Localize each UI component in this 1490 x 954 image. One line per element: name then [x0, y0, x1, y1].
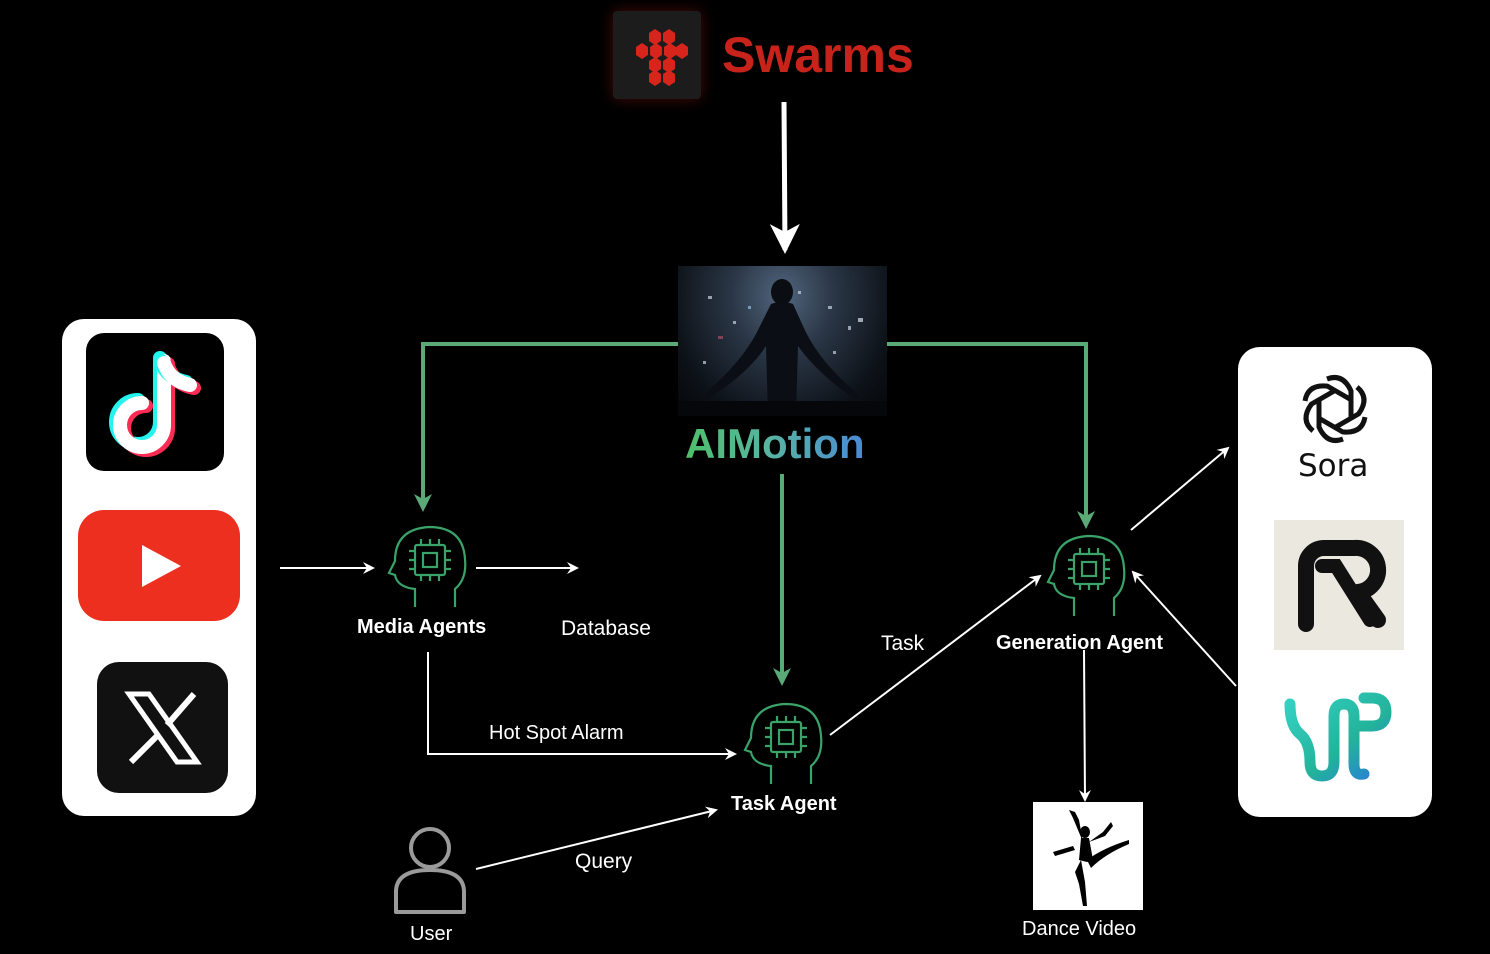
user-label: User	[410, 923, 453, 945]
arrow-generation-to-video	[1078, 649, 1091, 802]
arrow-aimotion-to-generation	[887, 342, 1095, 529]
task-label: Task	[881, 632, 925, 655]
query-label: Query	[575, 850, 633, 873]
openai-icon[interactable]	[1296, 370, 1374, 448]
runway-icon[interactable]	[1274, 520, 1404, 650]
task-agent-icon	[741, 700, 825, 786]
arrow-task	[829, 574, 1042, 736]
hot-spot-alarm-label: Hot Spot Alarm	[489, 722, 624, 744]
user-icon	[390, 824, 470, 916]
arrow-aimotion-to-media	[414, 342, 678, 512]
dance-video-label: Dance Video	[1022, 918, 1137, 940]
dance-video-thumbnail	[1033, 802, 1143, 910]
swarms-logo	[613, 11, 701, 99]
arrow-query	[475, 806, 718, 870]
database-label: Database	[561, 617, 651, 640]
arrow-generators-to-generation	[1131, 570, 1237, 687]
arrow-generation-to-sora	[1130, 446, 1230, 531]
youtube-icon[interactable]	[78, 510, 240, 621]
swarms-title: Swarms	[722, 27, 914, 83]
pika-icon[interactable]	[1278, 686, 1396, 784]
media-agents-icon	[385, 523, 469, 609]
arrow-swarms-to-aimotion	[769, 101, 800, 254]
aimotion-title: AIMotion	[685, 420, 865, 467]
tiktok-icon[interactable]	[86, 333, 224, 471]
aimotion-image	[678, 266, 887, 416]
generation-agent-icon	[1044, 532, 1128, 618]
sora-label: Sora	[1298, 448, 1369, 484]
task-agent-label: Task Agent	[731, 793, 837, 815]
x-icon[interactable]	[97, 662, 228, 793]
arrow-hot-spot-alarm	[427, 652, 737, 760]
media-agents-label: Media Agents	[357, 616, 487, 638]
generation-agent-label: Generation Agent	[996, 632, 1164, 654]
